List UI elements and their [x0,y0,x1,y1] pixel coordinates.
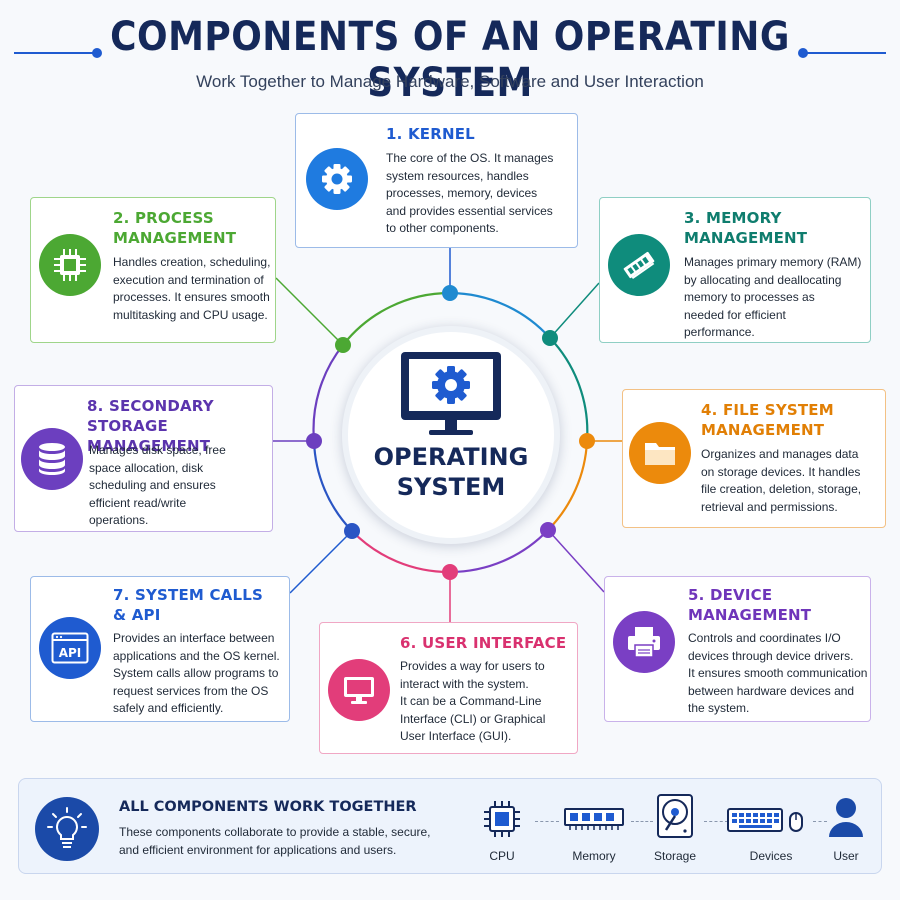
card-storage: 8. SECONDARY STORAGE MANAGEMENT Manages … [14,385,273,532]
os-center-line2: SYSTEM [396,473,506,501]
gear-icon [306,148,368,210]
card-process-text: Handles creation, scheduling, execution … [113,255,271,322]
lightbulb-icon [35,797,99,861]
card-storage-text: Manages disk space, free space allocatio… [89,443,226,527]
card-memory-text: Manages primary memory (RAM) by allocati… [684,255,862,339]
summary-panel: ALL COMPONENTS WORK TOGETHER These compo… [18,778,882,874]
hw-devices-label: Devices [749,849,793,863]
hard-disk-icon [657,794,693,838]
card-syscalls: API 7. SYSTEM CALLS & API Provides an in… [30,576,290,722]
ring-dot-syscalls [344,523,360,539]
ram-module-icon [608,234,670,296]
card-ui: 6. USER INTERFACE Provides a way for use… [319,622,578,754]
ring-dot-process [335,337,351,353]
hw-memory-label: Memory [572,849,616,863]
card-syscalls-text: Provides an interface between applicatio… [113,631,280,715]
database-icon [21,428,83,490]
summary-text: These components collaborate to provide … [119,825,431,857]
ring-dot-filesystem [579,433,595,449]
hw-dash-3 [704,821,728,822]
cpu-chip-icon [39,234,101,296]
page-subtitle: Work Together to Manage Hardware, Softwa… [196,72,704,91]
ring-segment-8 [342,291,451,346]
user-icon [829,798,863,837]
card-device-text: Controls and coordinates I/O devices thr… [688,631,868,715]
card-kernel: 1. KERNEL The core of the OS. It manages… [295,113,578,248]
title-rule-right [804,52,886,54]
monitor-gear-icon [401,352,501,435]
ring-segment-2 [549,337,589,442]
card-process: 2. PROCESS MANAGEMENT Handles creation, … [30,197,276,343]
ring-dot-ui [442,564,458,580]
folder-icon [629,422,691,484]
printer-icon [613,611,675,673]
card-device: 5. DEVICE MANAGEMENT Controls and coordi… [604,576,871,722]
summary-title: ALL COMPONENTS WORK TOGETHER [119,799,417,815]
ring-segment-7 [312,344,344,442]
title-rule-dot-left [92,48,102,58]
card-storage-title: 8. SECONDARY STORAGE MANAGEMENT [87,397,214,455]
monitor-icon [328,659,390,721]
card-syscalls-title: 7. SYSTEM CALLS & API [113,586,263,624]
connector-syscalls [289,530,353,594]
page-title: COMPONENTS OF AN OPERATING SYSTEM [110,14,790,106]
hw-dash-1 [535,821,559,822]
hw-dash-2 [631,821,653,822]
cpu-icon [484,801,520,837]
connector-memory [549,282,600,339]
card-device-title: 5. DEVICE MANAGEMENT [688,586,812,624]
ram-icon [564,808,624,830]
ring-segment-1 [449,291,551,339]
ring-segment-4 [449,529,549,574]
connector-process [275,277,344,346]
os-center-line1: OPERATING [373,443,529,471]
os-center-circle [342,326,560,544]
title-rule-left [14,52,96,54]
api-icon-text: API [59,646,82,660]
card-memory-title: 3. MEMORY MANAGEMENT [684,209,808,247]
hw-storage-label: Storage [653,849,697,863]
hw-user-label: User [833,849,859,863]
keyboard-mouse-icon [727,808,803,832]
api-window-icon: API [39,617,101,679]
card-kernel-text: The core of the OS. It manages system re… [386,151,554,235]
card-filesystem: 4. FILE SYSTEM MANAGEMENT Organizes and … [622,389,886,528]
ring-segment-5 [351,530,451,574]
title-rule-dot-right [798,48,808,58]
card-memory: 3. MEMORY MANAGEMENT Manages primary mem… [599,197,871,343]
card-filesystem-text: Organizes and manages data on storage de… [701,447,862,514]
ring-segment-6 [312,440,353,532]
ring-dot-device [540,522,556,538]
os-center-label: OPERATING SYSTEM [342,442,560,502]
card-process-title: 2. PROCESS MANAGEMENT [113,209,237,247]
ring-segment-3 [547,440,589,531]
ring-dot-storage [306,433,322,449]
card-filesystem-title: 4. FILE SYSTEM MANAGEMENT [701,401,834,439]
ring-dot-memory [542,330,558,346]
ring-dot-kernel [442,285,458,301]
connector-device [547,529,605,593]
hw-cpu-label: CPU [489,849,515,863]
card-ui-title: 6. USER INTERFACE [400,634,567,652]
hw-dash-4 [813,821,827,822]
card-ui-text: Provides a way for users to interact wit… [400,659,546,743]
card-kernel-title: 1. KERNEL [386,125,475,143]
